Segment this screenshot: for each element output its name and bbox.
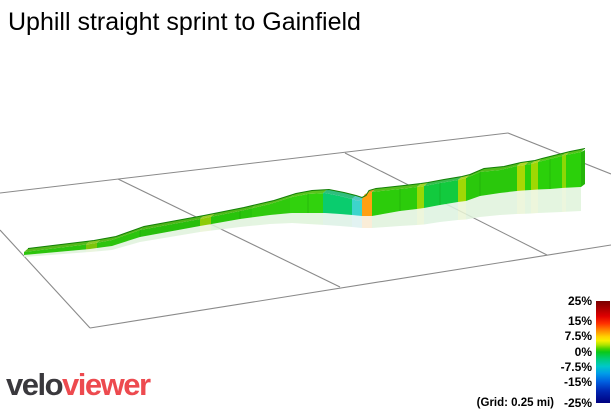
segment-dividers [139,159,551,237]
ground-grid [0,132,611,329]
logo-velo: velo [6,367,64,402]
ribbon-front-faces [24,152,581,255]
page-title: Uphill straight sprint to Gainfield [8,8,361,36]
veloviewer-logo: veloviewer [6,367,151,403]
ribbon-reflection [24,187,581,257]
ribbon-end-cap [581,150,585,187]
ribbon-back-edge [27,148,586,249]
logo-viewer: viewer [62,367,151,402]
